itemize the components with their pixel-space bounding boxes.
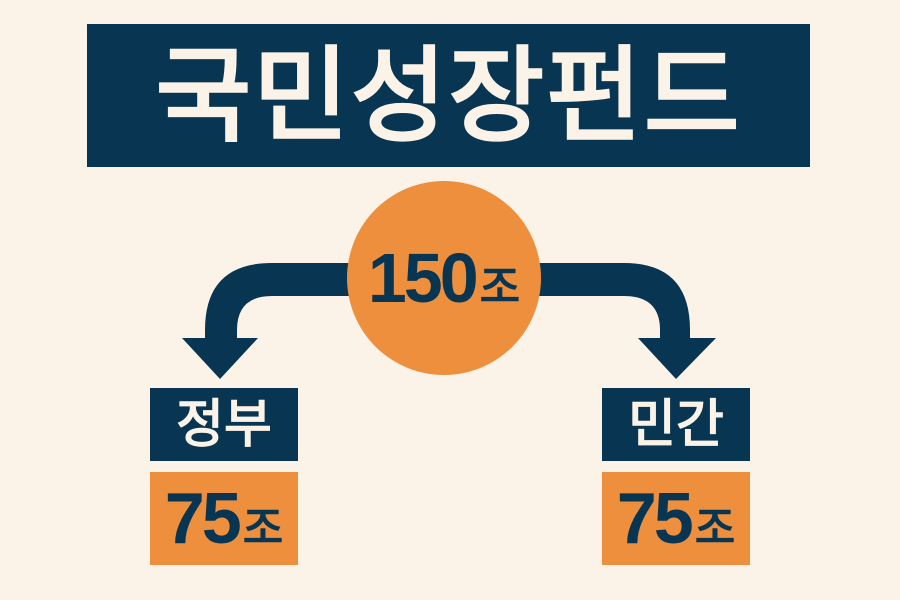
- title-banner: 국민성장펀드: [87, 24, 810, 167]
- private-amount: 75조: [616, 478, 736, 559]
- total-unit: 조: [479, 262, 521, 313]
- government-unit: 조: [242, 502, 284, 554]
- government-amount: 75조: [164, 478, 284, 559]
- curved-arrow-right-down-icon: [538, 263, 716, 379]
- government-value-box: 75조: [150, 472, 298, 565]
- total-amount: 150조: [367, 239, 521, 317]
- government-label: 정부: [176, 394, 272, 455]
- total-circle: 150조: [347, 181, 541, 375]
- private-label-box: 민간: [602, 388, 750, 461]
- private-unit: 조: [694, 502, 736, 554]
- private-label: 민간: [628, 394, 724, 455]
- curved-arrow-left-down-icon: [182, 263, 350, 379]
- government-label-box: 정부: [150, 388, 298, 461]
- private-value-box: 75조: [602, 472, 750, 565]
- page-title: 국민성장펀드: [155, 34, 742, 157]
